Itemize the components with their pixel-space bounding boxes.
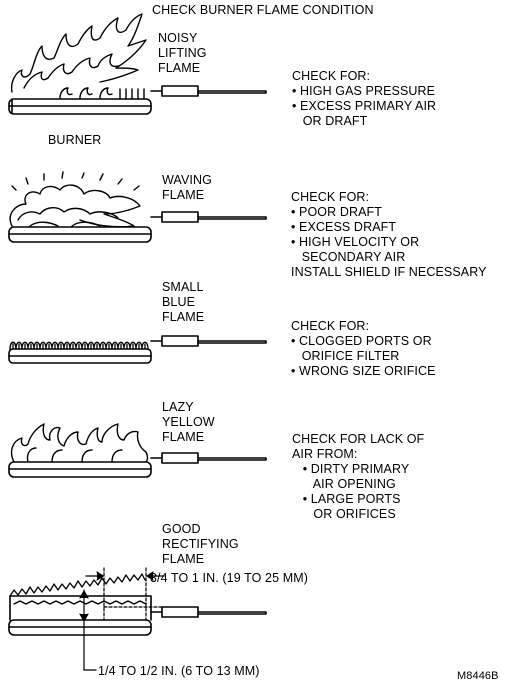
flame-label-lazy-yellow: LAZY YELLOW FLAME [162,400,215,444]
dimension-lower-label: 1/4 TO 1/2 IN. (6 TO 13 MM) [98,664,260,678]
diagram-title: CHECK BURNER FLAME CONDITION [152,3,374,17]
dimension-upper-label: 3/4 TO 1 IN. (19 TO 25 MM) [150,571,308,585]
check-list-small-blue: CHECK FOR: • CLOGGED PORTS OR ORIFICE FI… [291,319,436,378]
flame-label-waving: WAVING FLAME [162,173,212,202]
check-list-lazy-yellow: CHECK FOR LACK OF AIR FROM: • DIRTY PRIM… [292,432,425,521]
flame-label-good-rectifying: GOOD RECTIFYING FLAME [162,522,239,566]
dimension-marks [79,567,165,671]
lazy-yellow-flame-icon [10,423,149,463]
burner-1 [8,85,267,115]
burner-3 [8,335,267,364]
burner-4 [8,452,267,478]
check-list-noisy-lifting: CHECK FOR: • HIGH GAS PRESSURE • EXCESS … [292,69,437,128]
waving-flame-icon [9,171,141,228]
good-rectifying-flame-icon [9,573,147,605]
burner-5 [8,595,267,636]
figure-id: M8446B [457,670,499,682]
burner-2 [8,211,267,243]
check-list-waving: CHECK FOR: • POOR DRAFT • EXCESS DRAFT •… [291,190,487,279]
flame-label-noisy-lifting: NOISY LIFTING FLAME [158,31,207,75]
noisy-lifting-flame-icon [10,13,147,100]
burner-label: BURNER [48,133,102,147]
small-blue-flame-icon [9,341,149,350]
flame-label-small-blue: SMALL BLUE FLAME [162,280,205,324]
